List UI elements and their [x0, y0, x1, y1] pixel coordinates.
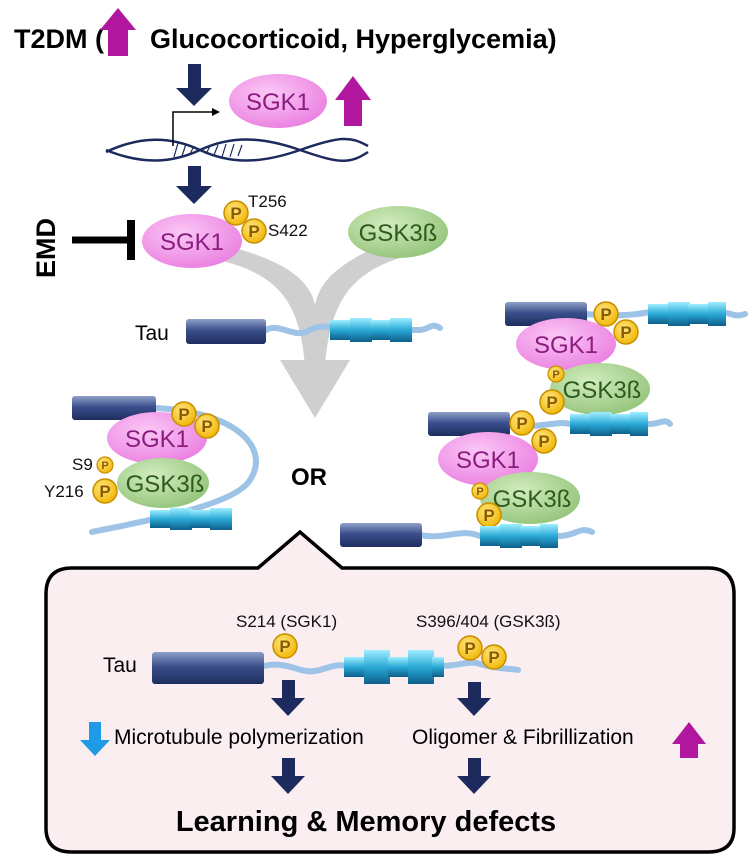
sgk1-label: SGK1	[160, 229, 224, 256]
phospho-label: P	[248, 222, 259, 241]
right-complex: SGK1 P P GSK3ß P P SGK1 P P GSK3ß P P	[340, 301, 748, 548]
or-label: OR	[291, 464, 327, 491]
sgk1-expressed: SGK1	[229, 74, 327, 128]
gsk3b-molecule: GSK3ß	[348, 206, 448, 258]
phospho-label: P	[538, 432, 549, 451]
final-outcome-label: Learning & Memory defects	[176, 806, 556, 838]
gsk3b-label: GSK3ß	[563, 377, 642, 404]
site-s214: S214 (SGK1)	[236, 612, 337, 631]
inhibition-icon	[72, 220, 135, 260]
up-arrow-icon	[672, 722, 706, 758]
phospho-label: P	[483, 506, 494, 525]
phospho-label: P	[230, 204, 241, 223]
phospho-s422: P	[241, 218, 267, 244]
up-arrow-icon	[100, 8, 136, 56]
up-arrow-icon	[335, 76, 371, 126]
phospho-label: P	[101, 460, 108, 472]
down-arrow-icon	[271, 758, 305, 794]
dna-helix-icon	[105, 137, 369, 162]
merge-arrow	[218, 242, 400, 418]
phospho-label: P	[600, 305, 611, 324]
down-arrow-icon	[176, 166, 212, 204]
phospho-t256: P	[223, 200, 249, 226]
header-suffix: Glucocorticoid, Hyperglycemia)	[150, 24, 557, 54]
oligomer-label: Oligomer & Fibrillization	[412, 726, 634, 749]
gsk3b-label: GSK3ß	[359, 220, 438, 247]
sgk1-label: SGK1	[534, 332, 598, 359]
site-s422: S422	[268, 221, 308, 240]
down-arrow-icon	[457, 758, 491, 794]
header-prefix: T2DM (	[14, 24, 104, 54]
sgk1-label: SGK1	[125, 426, 189, 453]
gsk3b-label: GSK3ß	[126, 471, 205, 498]
site-s396-404: S396/404 (GSK3ß)	[416, 612, 561, 631]
phospho-label: P	[488, 648, 499, 667]
sgk1-label: SGK1	[246, 89, 310, 116]
tau-label: Tau	[103, 654, 137, 677]
phospho-s396: P	[457, 635, 483, 661]
phospho-label: P	[476, 486, 483, 498]
phospho-label: P	[201, 417, 212, 436]
phospho-label: P	[546, 393, 557, 412]
phospho-label: P	[178, 405, 189, 424]
phospho-label: P	[464, 639, 475, 658]
emd-label: EMD	[31, 218, 61, 278]
down-arrow-icon	[457, 682, 491, 716]
phospho-label: P	[620, 323, 631, 342]
sgk1-label: SGK1	[456, 447, 520, 474]
down-arrow-icon	[176, 64, 212, 106]
left-complex: SGK1 P P GSK3ß P P S9 Y216	[44, 396, 259, 535]
phospho-label: P	[552, 369, 559, 381]
phospho-s404: P	[481, 644, 507, 670]
phospho-label: P	[279, 637, 290, 656]
phospho-label: P	[516, 414, 527, 433]
callout-box	[44, 529, 736, 854]
phospho-label: P	[99, 482, 110, 501]
phospho-s214: P	[272, 633, 298, 659]
microtubule-label: Microtubule polymerization	[114, 726, 364, 749]
down-arrow-icon	[80, 722, 110, 756]
gsk3b-label: GSK3ß	[493, 486, 572, 513]
site-s9: S9	[72, 455, 93, 474]
site-t256: T256	[248, 192, 287, 211]
tau-protein	[186, 318, 443, 344]
sgk1-phosphorylated: SGK1	[142, 214, 242, 268]
transcription-start-icon	[172, 108, 220, 146]
site-y216: Y216	[44, 482, 84, 501]
tau-label: Tau	[135, 322, 169, 345]
tau-protein	[152, 650, 521, 684]
down-arrow-icon	[271, 680, 305, 716]
